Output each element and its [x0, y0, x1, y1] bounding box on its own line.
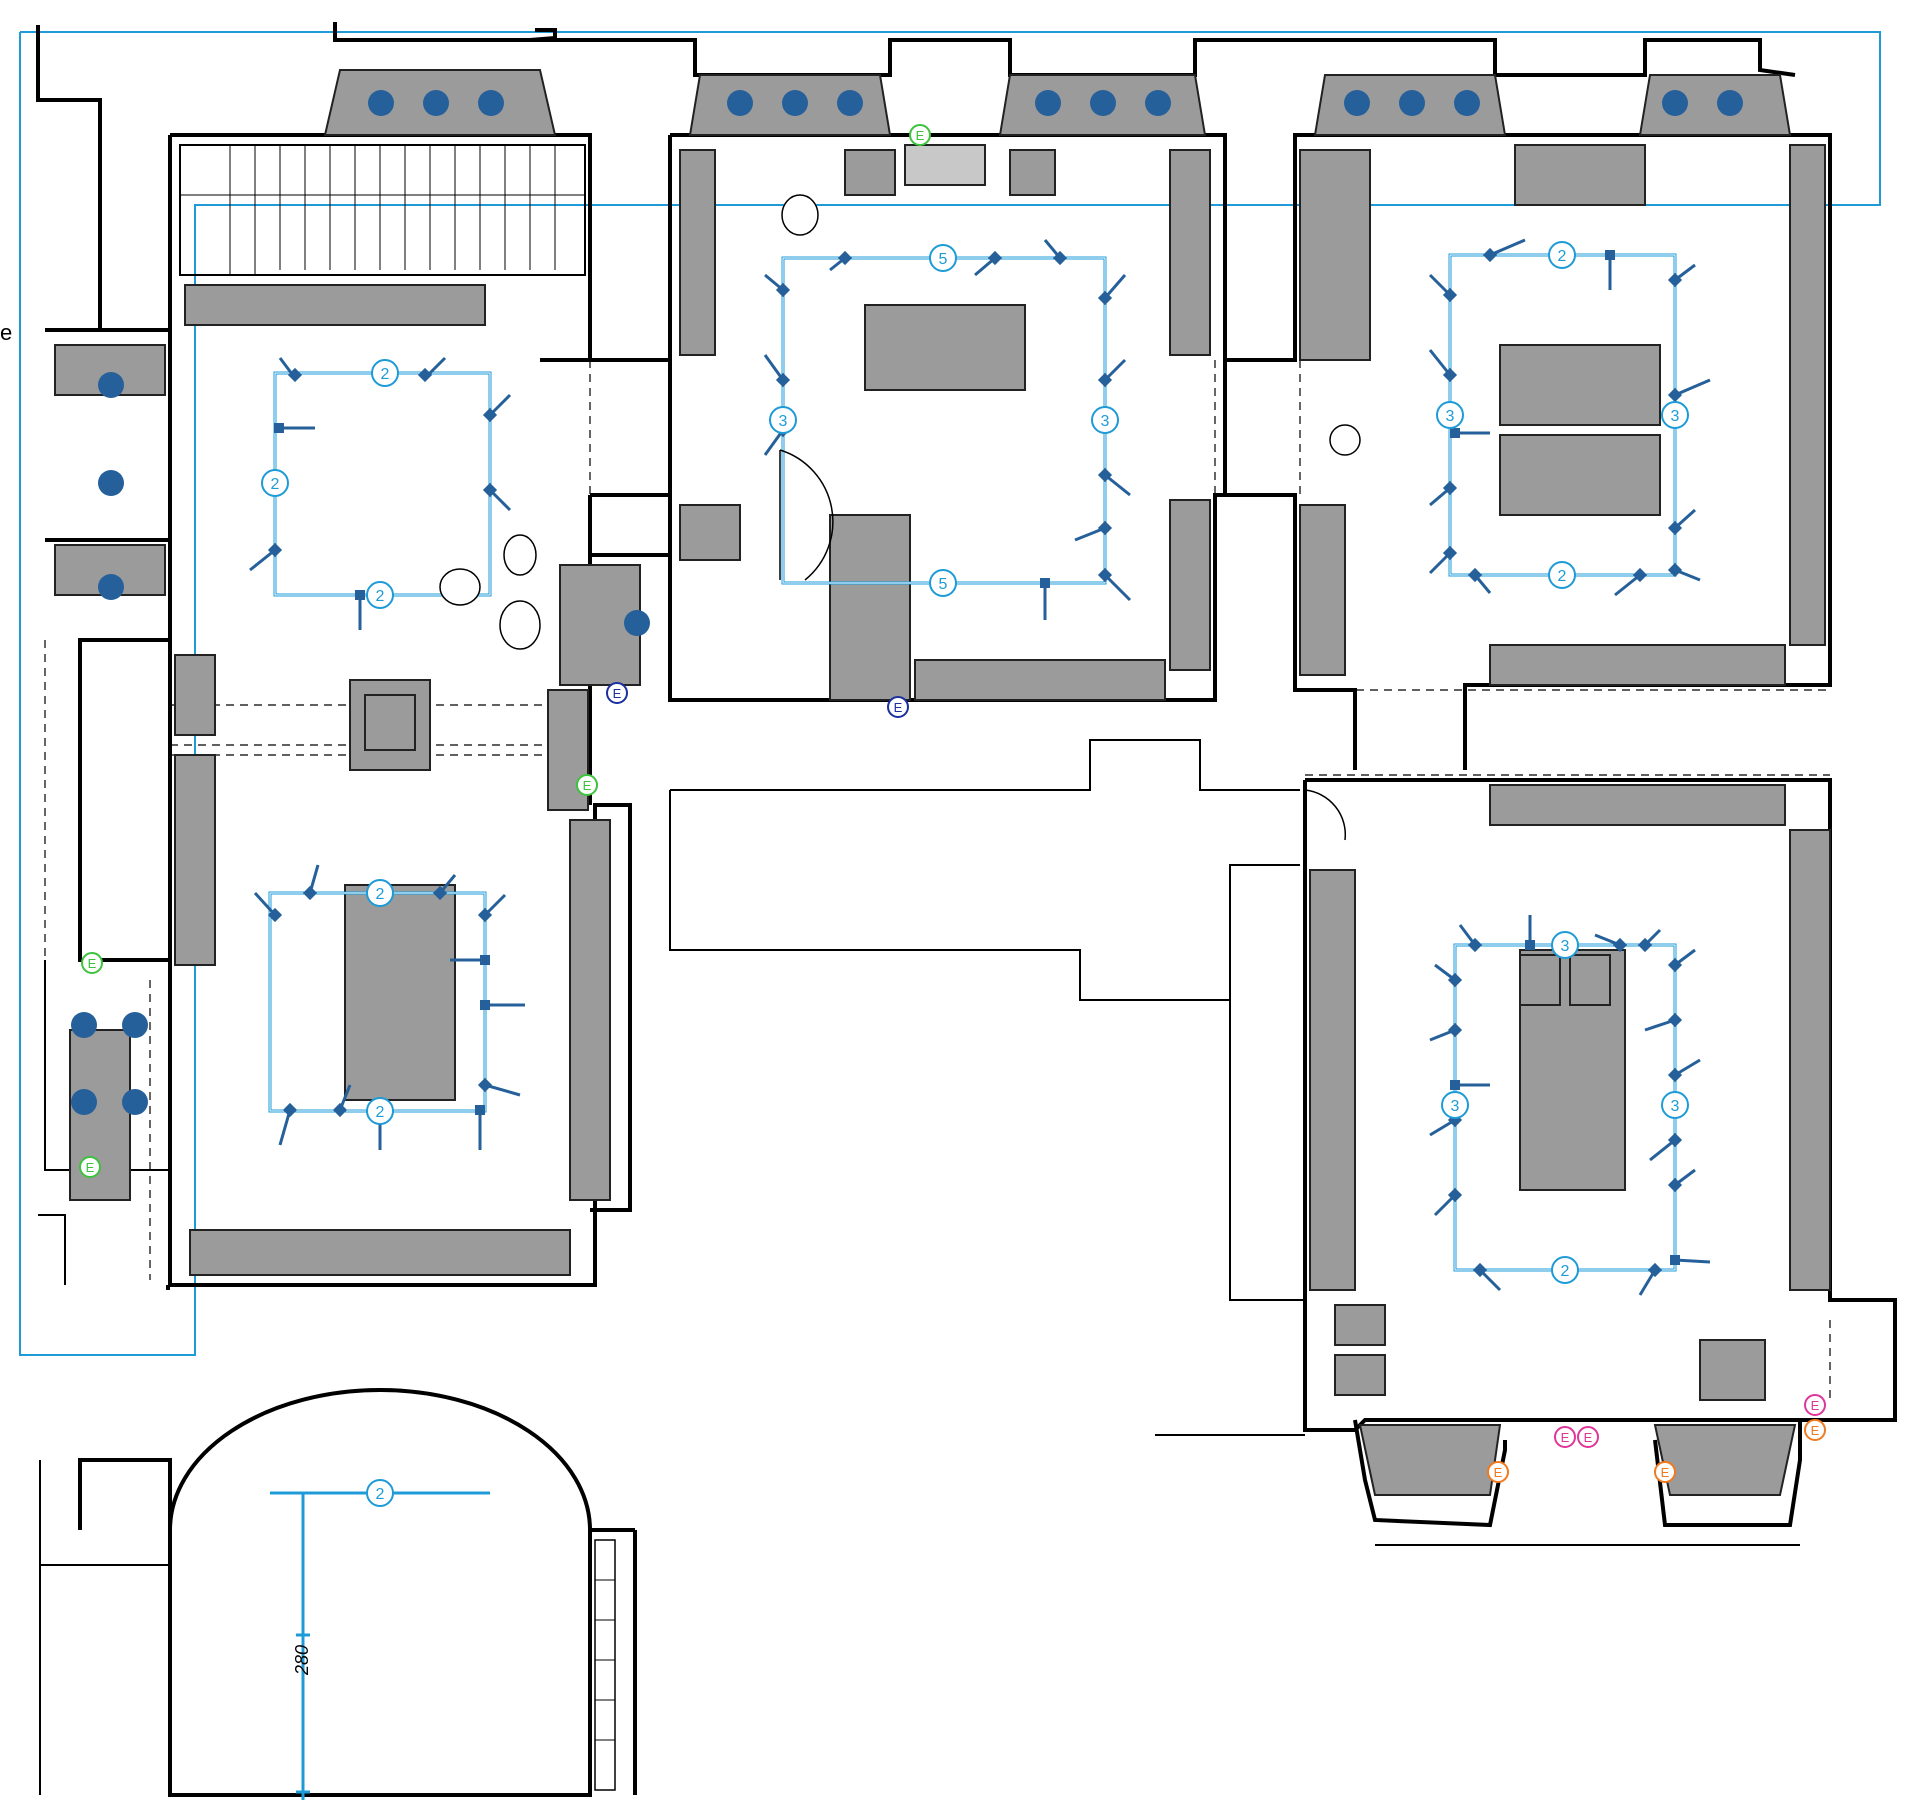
- track-label-room-d-top: 2: [1548, 241, 1576, 269]
- svg-text:5: 5: [939, 251, 948, 268]
- display-cases: [54, 69, 1831, 1496]
- svg-text:E: E: [88, 956, 97, 971]
- e-marker-pink: E: [1804, 1394, 1826, 1416]
- e-markers: E E E E E E E E E E E E: [79, 124, 1826, 1483]
- svg-text:E: E: [86, 1160, 95, 1175]
- svg-text:2: 2: [376, 1486, 385, 1503]
- svg-text:3: 3: [1101, 413, 1110, 430]
- svg-text:2: 2: [1561, 1263, 1570, 1280]
- e-marker-orange: E: [1487, 1461, 1509, 1483]
- e-marker-green: E: [81, 952, 103, 974]
- edge-letter: e: [0, 320, 12, 345]
- track-label-room-b-bottom: 2: [366, 1097, 394, 1125]
- svg-text:E: E: [1661, 1465, 1670, 1480]
- svg-text:3: 3: [1671, 1098, 1680, 1115]
- svg-text:E: E: [1584, 1430, 1593, 1445]
- svg-text:2: 2: [271, 476, 280, 493]
- e-marker-orange: E: [1804, 1419, 1826, 1441]
- e-marker-pink: E: [1577, 1426, 1599, 1448]
- track-label-room-d-left: 3: [1436, 401, 1464, 429]
- track-label-room-c-left: 3: [769, 406, 797, 434]
- e-marker-green: E: [576, 774, 598, 796]
- e-marker-pink: E: [1554, 1426, 1576, 1448]
- section-stair-detail: [594, 1539, 616, 1791]
- track-label-room-a-bottom: 2: [366, 581, 394, 609]
- svg-text:E: E: [583, 778, 592, 793]
- svg-text:2: 2: [1558, 248, 1567, 265]
- dashed-lines: [44, 360, 1831, 1400]
- blue-outline-lines: [19, 31, 1881, 1356]
- e-marker-navy: E: [887, 696, 909, 718]
- track-label-room-e-right: 3: [1661, 1091, 1689, 1119]
- svg-text:E: E: [1811, 1398, 1820, 1413]
- section-track-label: 2: [366, 1479, 394, 1507]
- svg-text:E: E: [916, 128, 925, 143]
- svg-text:2: 2: [381, 366, 390, 383]
- track-label-room-a-top: 2: [371, 359, 399, 387]
- e-marker-green: E: [909, 124, 931, 146]
- e-marker-orange: E: [1654, 1461, 1676, 1483]
- spot-lights: [71, 90, 1743, 1115]
- e-marker-green: E: [79, 1156, 101, 1178]
- track-label-room-e-bottom: 2: [1551, 1256, 1579, 1284]
- svg-text:3: 3: [1446, 408, 1455, 425]
- svg-text:2: 2: [376, 886, 385, 903]
- e-marker-navy: E: [606, 682, 628, 704]
- svg-text:2: 2: [376, 1104, 385, 1121]
- svg-text:E: E: [894, 700, 903, 715]
- track-label-room-d-right: 3: [1661, 401, 1689, 429]
- people-figures: [439, 194, 1361, 650]
- track-label-room-a-left: 2: [261, 469, 289, 497]
- track-label-room-c-right: 3: [1091, 406, 1119, 434]
- track-label-room-e-top: 3: [1551, 931, 1579, 959]
- svg-text:E: E: [1494, 1465, 1503, 1480]
- track-label-room-c-top: 5: [929, 244, 957, 272]
- track-label-room-c-bottom: 5: [929, 569, 957, 597]
- section-dimension: 280: [292, 1645, 312, 1676]
- svg-text:3: 3: [779, 413, 788, 430]
- svg-text:3: 3: [1671, 408, 1680, 425]
- walls: [36, 22, 1897, 1546]
- svg-text:3: 3: [1561, 938, 1570, 955]
- svg-text:2: 2: [376, 588, 385, 605]
- svg-text:E: E: [613, 686, 622, 701]
- stair: [179, 144, 586, 276]
- door-swings: [779, 449, 1347, 841]
- track-labels: 2 2 2 2 2 5 3 3 5 2 3 3 2 3 3 3 2: [261, 241, 1689, 1284]
- svg-text:E: E: [1811, 1423, 1820, 1438]
- section-drawing: [39, 1388, 637, 1800]
- svg-text:5: 5: [939, 576, 948, 593]
- svg-text:2: 2: [1558, 568, 1567, 585]
- track-label-room-b-top: 2: [366, 879, 394, 907]
- svg-text:3: 3: [1451, 1098, 1460, 1115]
- svg-text:E: E: [1561, 1430, 1570, 1445]
- track-label-room-d-bottom: 2: [1548, 561, 1576, 589]
- track-spot-arrows: [249, 238, 1711, 1296]
- track-label-room-e-left: 3: [1441, 1091, 1469, 1119]
